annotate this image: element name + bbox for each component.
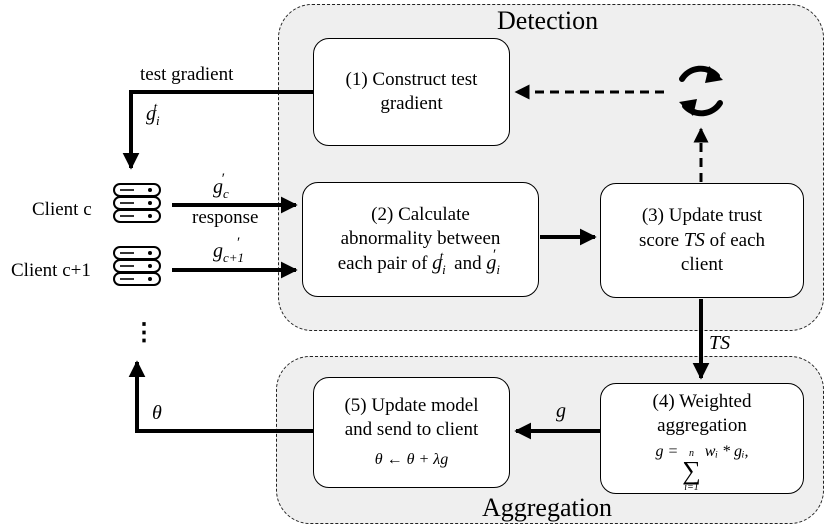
update-formula: θ ← θ + λg xyxy=(374,450,449,468)
construct-line-2: gradient xyxy=(380,93,443,114)
calculate-line-2: abnormality between xyxy=(340,227,501,249)
more-clients-ellipsis: ⋮ xyxy=(132,320,156,346)
client-c-gradient-label: gc′ xyxy=(213,171,229,201)
aggregation-title: Aggregation xyxy=(482,493,612,522)
construct-line-1: (1) Construct test xyxy=(345,69,478,90)
calculate-line-3: each pair of git and gi′ xyxy=(337,246,504,277)
weighted-line-1: (4) Weighted xyxy=(652,391,752,412)
theta-return-arrow xyxy=(128,360,313,433)
gradient-prime-symbol: gi′ xyxy=(486,246,500,277)
database-icon xyxy=(113,246,161,286)
update-trust-score-box: (3) Update trust score TS of each client xyxy=(600,183,804,298)
refresh-icon xyxy=(679,65,723,117)
client-c1-label: Client c+1 xyxy=(11,260,91,281)
calculate-and: and xyxy=(454,252,482,274)
response-label: response xyxy=(192,207,259,228)
theta-label: θ xyxy=(152,402,162,424)
weighted-formula: g = n ∑ i=1 wᵢ * gᵢ, xyxy=(655,443,749,493)
detection-title: Detection xyxy=(497,6,599,35)
weighted-line-2: aggregation xyxy=(657,415,747,436)
test-gradient-symbol-label: git xyxy=(146,99,160,128)
calculate-abnormality-box: (2) Calculate abnormality between each p… xyxy=(302,182,539,297)
construct-test-gradient-box: (1) Construct test gradient xyxy=(313,38,510,146)
calculate-line-3-text: each pair of xyxy=(337,252,428,274)
update-model-line-1: (5) Update model xyxy=(344,394,479,416)
weighted-aggregation-box: (4) Weighted aggregation g = n ∑ i=1 wᵢ … xyxy=(600,383,804,494)
update-model-line-2: and send to client xyxy=(344,418,479,440)
trust-line-1: (3) Update trust xyxy=(641,205,763,226)
trust-score-symbol: TS xyxy=(683,229,705,251)
trust-line-3: client xyxy=(680,254,724,275)
client-c1-gradient-label: gc+1′ xyxy=(213,235,245,265)
sum-operator: n ∑ i=1 xyxy=(682,448,701,493)
ts-label: TS xyxy=(709,332,731,354)
database-icon xyxy=(113,183,161,223)
client-c-label: Client c xyxy=(32,199,92,220)
calculate-line-1: (2) Calculate xyxy=(371,203,470,225)
test-gradient-label: test gradient xyxy=(140,64,234,85)
test-gradient-symbol: git xyxy=(432,247,446,277)
trust-line-2: score TS of each xyxy=(638,229,766,251)
update-model-box: (5) Update model and send to client θ ← … xyxy=(313,377,510,488)
test-gradient-arrow xyxy=(122,90,313,170)
g-label: g xyxy=(556,400,566,422)
